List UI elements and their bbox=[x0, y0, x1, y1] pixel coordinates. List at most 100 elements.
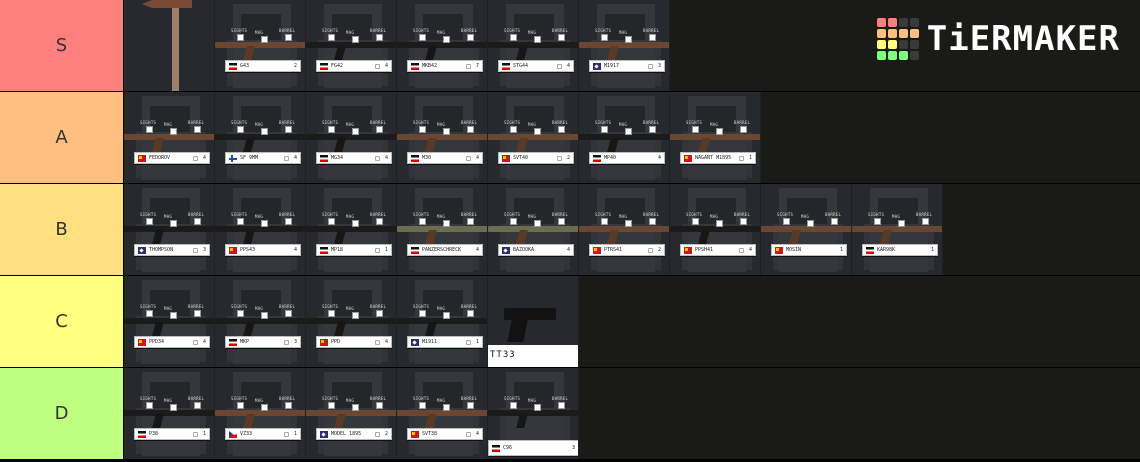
attachment-slot[interactable] bbox=[783, 218, 790, 225]
attachment-slot[interactable] bbox=[510, 126, 517, 133]
attachment-slot[interactable] bbox=[419, 402, 426, 409]
attachment-slot[interactable] bbox=[625, 36, 632, 43]
attachment-slot[interactable] bbox=[874, 218, 881, 225]
attachment-slot[interactable] bbox=[376, 126, 383, 133]
attachment-slot[interactable] bbox=[285, 402, 292, 409]
attachment-slot[interactable] bbox=[146, 126, 153, 133]
attachment-slot[interactable] bbox=[328, 310, 335, 317]
attachment-slot[interactable] bbox=[419, 310, 426, 317]
attachment-slot[interactable] bbox=[467, 218, 474, 225]
attachment-slot[interactable] bbox=[285, 126, 292, 133]
attachment-slot[interactable] bbox=[467, 402, 474, 409]
tier-label-s[interactable]: S bbox=[0, 0, 124, 91]
attachment-slot[interactable] bbox=[443, 312, 450, 319]
attachment-slot[interactable] bbox=[534, 220, 541, 227]
attachment-slot[interactable] bbox=[510, 218, 517, 225]
attachment-slot[interactable] bbox=[285, 34, 292, 41]
attachment-slot[interactable] bbox=[194, 402, 201, 409]
attachment-slot[interactable] bbox=[261, 220, 268, 227]
attachment-slot[interactable] bbox=[285, 218, 292, 225]
attachment-slot[interactable] bbox=[170, 220, 177, 227]
tier-item[interactable]: TT33 bbox=[488, 276, 579, 367]
attachment-slot[interactable] bbox=[194, 218, 201, 225]
attachment-slot[interactable] bbox=[692, 126, 699, 133]
attachment-slot[interactable] bbox=[807, 220, 814, 227]
attachment-slot[interactable] bbox=[170, 312, 177, 319]
attachment-slot[interactable] bbox=[237, 34, 244, 41]
attachment-slot[interactable] bbox=[601, 218, 608, 225]
attachment-slot[interactable] bbox=[261, 312, 268, 319]
attachment-slot[interactable] bbox=[443, 128, 450, 135]
tier-label-a[interactable]: A bbox=[0, 92, 124, 183]
attachment-slot[interactable] bbox=[328, 402, 335, 409]
attachment-slot[interactable] bbox=[328, 126, 335, 133]
attachment-slot[interactable] bbox=[625, 220, 632, 227]
attachment-slot[interactable] bbox=[376, 218, 383, 225]
tier-label-c[interactable]: C bbox=[0, 276, 124, 367]
attachment-slot[interactable] bbox=[237, 218, 244, 225]
attachment-slot[interactable] bbox=[443, 404, 450, 411]
tier-label-b[interactable]: B bbox=[0, 184, 124, 275]
attachment-slot[interactable] bbox=[376, 34, 383, 41]
attachment-slot[interactable] bbox=[601, 126, 608, 133]
attachment-slot[interactable] bbox=[352, 404, 359, 411]
attachment-slot[interactable] bbox=[285, 310, 292, 317]
attachment-slot[interactable] bbox=[146, 310, 153, 317]
attachment-slot[interactable] bbox=[194, 310, 201, 317]
attachment-slot[interactable] bbox=[376, 310, 383, 317]
tier-item[interactable] bbox=[124, 0, 215, 91]
attachment-slot[interactable] bbox=[352, 220, 359, 227]
attachment-slot[interactable] bbox=[716, 128, 723, 135]
attachment-slot[interactable] bbox=[467, 34, 474, 41]
attachment-slot[interactable] bbox=[601, 34, 608, 41]
attachment-slot[interactable] bbox=[419, 126, 426, 133]
attachment-slot[interactable] bbox=[625, 128, 632, 135]
attachment-slot[interactable] bbox=[692, 218, 699, 225]
attachment-slot[interactable] bbox=[740, 126, 747, 133]
attachment-slot[interactable] bbox=[237, 402, 244, 409]
attachment-slot[interactable] bbox=[261, 36, 268, 43]
attachment-slot[interactable] bbox=[170, 128, 177, 135]
attachment-slot[interactable] bbox=[352, 312, 359, 319]
attachment-slot[interactable] bbox=[558, 402, 565, 409]
attachment-slot[interactable] bbox=[194, 126, 201, 133]
attachment-slot[interactable] bbox=[443, 220, 450, 227]
attachment-slot[interactable] bbox=[898, 220, 905, 227]
attachment-slot[interactable] bbox=[328, 34, 335, 41]
attachment-slot[interactable] bbox=[443, 36, 450, 43]
attachment-slot[interactable] bbox=[328, 218, 335, 225]
attachment-slot[interactable] bbox=[261, 404, 268, 411]
attachment-slot[interactable] bbox=[649, 34, 656, 41]
attachment-slot[interactable] bbox=[534, 404, 541, 411]
attachment-slot[interactable] bbox=[237, 126, 244, 133]
attachment-slot[interactable] bbox=[419, 218, 426, 225]
attachment-slot[interactable] bbox=[376, 402, 383, 409]
